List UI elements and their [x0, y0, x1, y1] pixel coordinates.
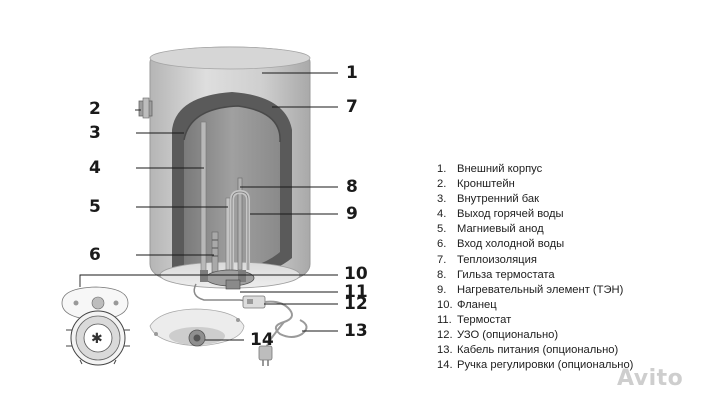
callout-8: 8 [346, 177, 358, 197]
svg-text:✱: ✱ [91, 331, 103, 347]
legend-item: 14.Ручка регулировки (опционально) [437, 359, 634, 372]
callout-12: 12 [344, 294, 368, 314]
legend-item: 7.Теплоизоляция [437, 253, 537, 266]
callout-13: 13 [344, 321, 368, 341]
callout-3: 3 [89, 123, 101, 143]
legend-item: 12.УЗО (опционально) [437, 329, 559, 342]
power-cable [258, 300, 308, 366]
legend-item: 8.Гильза термостата [437, 268, 555, 281]
cold-water-inlet [211, 231, 219, 273]
hot-water-pipe [200, 121, 207, 273]
callout-10: 10 [344, 264, 368, 284]
callout-2: 2 [89, 99, 101, 119]
bracket [138, 97, 153, 119]
callout-5: 5 [89, 197, 101, 217]
callout-9: 9 [346, 204, 358, 224]
legend-item: 9.Нагревательный элемент (ТЭН) [437, 283, 624, 296]
legend: 1.Внешний корпус 2.Кронштейн 3.Внутренни… [437, 162, 707, 373]
legend-item: 10.Фланец [437, 298, 497, 311]
leader-line-10 [79, 274, 338, 287]
callout-7: 7 [346, 97, 358, 117]
callout-4: 4 [89, 158, 101, 178]
legend-item: 1.Внешний корпус [437, 163, 543, 175]
inset-detail: ✱ [61, 286, 130, 366]
legend-item: 5.Магниевый анод [437, 223, 544, 236]
legend-item: 13.Кабель питания (опционально) [437, 344, 619, 357]
avito-watermark: Avito [617, 366, 684, 391]
callout-6: 6 [89, 245, 101, 265]
thermostat [225, 279, 241, 290]
cover-with-knob [149, 308, 245, 347]
callout-11: 11 [344, 282, 368, 302]
legend-item: 4.Выход горячей воды [437, 208, 564, 221]
leader-lines [79, 72, 338, 341]
bottom-wiring [193, 283, 247, 302]
callout-14: 14 [250, 330, 274, 350]
callout-1: 1 [346, 63, 358, 83]
legend-item: 11.Термостат [437, 313, 512, 326]
magnesium-anode [225, 197, 231, 271]
legend-item: 2.Кронштейн [437, 178, 515, 191]
legend-item: 3.Внутренний бак [437, 193, 540, 206]
rcd-device [242, 295, 266, 309]
legend-item: 6.Вход холодной воды [437, 238, 565, 251]
